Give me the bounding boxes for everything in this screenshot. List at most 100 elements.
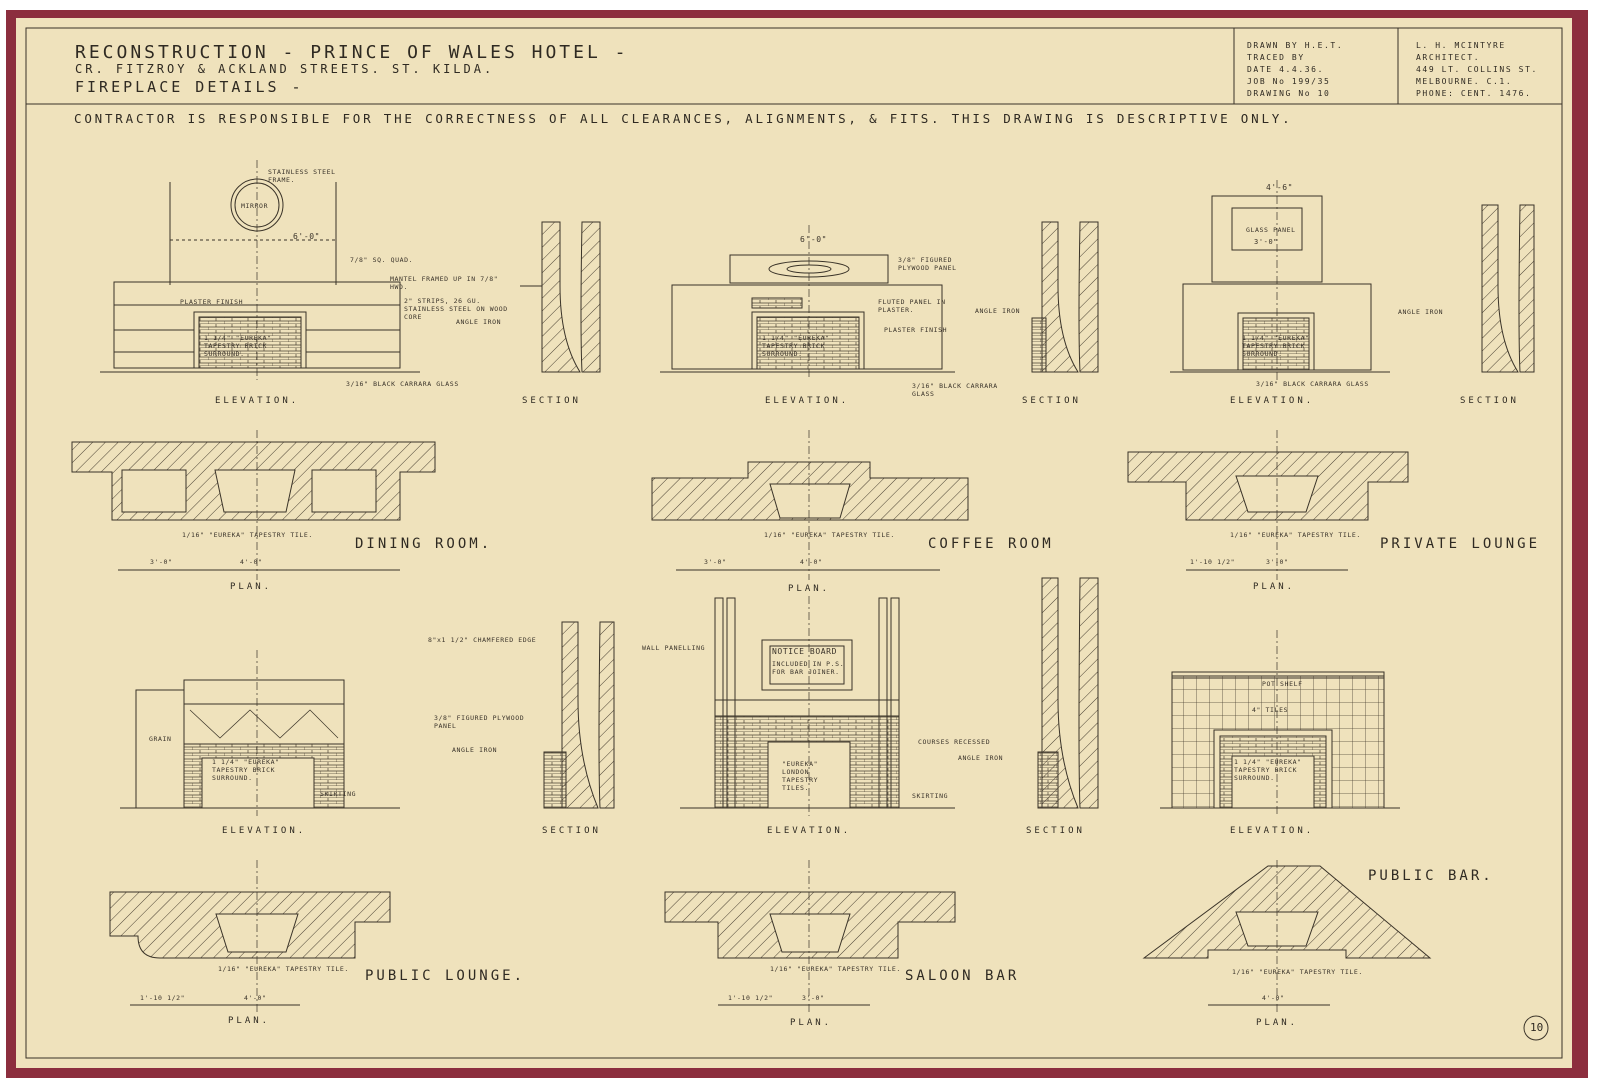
eureka-surround-note-4: 1 1/4" "EUREKA" TAPESTRY BRICK SURROUND.: [212, 758, 280, 782]
private-plan-label: PLAN.: [1253, 582, 1296, 592]
sheet-number: 10: [1530, 1021, 1544, 1034]
public-lounge-title: PUBLIC LOUNGE.: [365, 968, 526, 984]
drawing-address: CR. FITZROY & ACKLAND STREETS. ST. KILDA…: [75, 62, 495, 76]
dim-private-plan-left: 1'-10 1/2": [1190, 558, 1236, 566]
eureka-surround-note-3: 1 1/4" "EUREKA" TAPESTRY BRICK SURROUND.: [1242, 334, 1310, 358]
private-lounge-title: PRIVATE LOUNGE: [1380, 536, 1541, 552]
dim-dining-width: 6'-0": [293, 232, 321, 241]
traced-by: TRACED BY: [1247, 53, 1305, 62]
strips-note: 2" STRIPS, 26 GU. STAINLESS STEEL ON WOO…: [404, 297, 508, 321]
angle-iron-note-1: ANGLE IRON: [456, 318, 502, 326]
grain-note: GRAIN: [149, 735, 172, 743]
skirting-note-1: SKIRTING: [320, 790, 357, 798]
mantel-note: MANTEL FRAMED UP IN 7/8" HWD.: [390, 275, 499, 291]
saloon-section-label: SECTION: [1026, 826, 1085, 836]
dining-elevation: [100, 160, 420, 380]
public-bar-title: PUBLIC BAR.: [1368, 868, 1494, 884]
private-elevation: [1170, 180, 1390, 380]
carrara-note-2: 3/16" BLACK CARRARA GLASS: [912, 382, 998, 398]
coffee-room-title: COFFEE ROOM: [928, 536, 1054, 552]
coffee-plan: [651, 430, 969, 580]
pot-shelf-note: POT SHELF: [1262, 680, 1303, 688]
eureka-tile-note-1: 1/16" "EUREKA" TAPESTRY TILE.: [182, 531, 313, 539]
dim-dining-plan-centre: 4'-0": [240, 558, 263, 566]
dim-dining-plan-left: 3'-0": [150, 558, 173, 566]
tiles-note: 4" TILES: [1252, 706, 1289, 714]
glass-panel-note: GLASS PANEL: [1246, 226, 1296, 234]
carrara-note-1: 3/16" BLACK CARRARA GLASS: [346, 380, 459, 388]
carrara-note-3: 3/16" BLACK CARRARA GLASS: [1256, 380, 1369, 388]
saloon-elevation: [680, 596, 955, 816]
stainless-frame-note: STAINLESS STEEL FRAME.: [268, 168, 336, 184]
dining-plan-label: PLAN.: [230, 582, 273, 592]
dining-section-label: SECTION: [522, 396, 581, 406]
architect-role: ARCHITECT.: [1416, 53, 1481, 62]
private-section: [1481, 204, 1535, 373]
coffee-elevation-label: ELEVATION.: [765, 396, 850, 406]
dim-private-width: 4'-6": [1266, 183, 1294, 192]
courses-recessed-note: COURSES RECESSED: [918, 738, 991, 746]
figured-panel-note: 3/8" FIGURED PLYWOOD PANEL: [898, 256, 957, 272]
dim-public-lounge-centre: 4'-0": [244, 994, 267, 1002]
figured-panel-note-2: 3/8" FIGURED PLYWOOD PANEL: [434, 714, 525, 730]
coffee-section-label: SECTION: [1022, 396, 1081, 406]
drawing-title: RECONSTRUCTION - PRINCE OF WALES HOTEL -: [75, 42, 629, 63]
public-bar-plan: [1142, 860, 1432, 1015]
public-bar-elevation-label: ELEVATION.: [1230, 826, 1315, 836]
dim-coffee-plan-centre: 4'-0": [800, 558, 823, 566]
eureka-tile-note-4: 1/16" "EUREKA" TAPESTRY TILE.: [218, 965, 349, 973]
dining-plan: [71, 430, 436, 580]
coffee-plan-label: PLAN.: [788, 584, 831, 594]
private-elevation-label: ELEVATION.: [1230, 396, 1315, 406]
coffee-section: [1031, 221, 1099, 373]
london-tiles-note: "EUREKA" LONDON TAPESTRY TILES.: [782, 760, 819, 792]
dim-private-plan-centre: 3'-0": [1266, 558, 1289, 566]
dim-coffee-plan-left: 3'-0": [704, 558, 727, 566]
drawn-by: DRAWN BY H.E.T.: [1247, 41, 1344, 50]
notice-sub-note: INCLUDED IN P.S. FOR BAR JOINER.: [772, 660, 845, 676]
dim-public-lounge-left: 1'-10 1/2": [140, 994, 186, 1002]
saloon-elevation-label: ELEVATION.: [767, 826, 852, 836]
public-lounge-plan-label: PLAN.: [228, 1016, 271, 1026]
public-bar-plan-label: PLAN.: [1256, 1018, 1299, 1028]
eureka-tile-note-6: 1/16" "EUREKA" TAPESTRY TILE.: [1232, 968, 1363, 976]
eureka-surround-note-2: 1 1/4" "EUREKA" TAPESTRY BRICK SURROUND.: [762, 334, 830, 358]
architect-city: MELBOURNE. C.1.: [1416, 77, 1513, 86]
quad-note: 7/8" SQ. QUAD.: [350, 256, 414, 264]
dining-elevation-label: ELEVATION.: [215, 396, 300, 406]
saloon-section: [1037, 577, 1099, 809]
angle-iron-note-3: ANGLE IRON: [1398, 308, 1444, 316]
public-lounge-elevation: [120, 650, 400, 816]
dim-coffee-width: 6'-0": [800, 235, 828, 244]
angle-iron-note-4: ANGLE IRON: [452, 746, 498, 754]
angle-iron-note-5: ANGLE IRON: [958, 754, 1004, 762]
saloon-plan: [664, 860, 956, 1015]
eureka-tile-note-3: 1/16" "EUREKA" TAPESTRY TILE.: [1230, 531, 1361, 539]
saloon-bar-title: SALOON BAR: [905, 968, 1020, 984]
fluted-panel-note: FLUTED PANEL IN PLASTER.: [878, 298, 946, 314]
notice-board-note: NOTICE BOARD: [772, 647, 837, 656]
architect-address: 449 LT. COLLINS ST.: [1416, 65, 1538, 74]
drawing-number: DRAWING No 10: [1247, 89, 1331, 98]
mirror-note: MIRROR: [241, 202, 269, 210]
job-number: JOB No 199/35: [1247, 77, 1331, 86]
public-lounge-section: [543, 621, 615, 809]
coffee-elevation: [660, 225, 955, 380]
chamfered-note: 8"x1 1/2" CHAMFERED EDGE: [428, 636, 537, 644]
drawing-date: DATE 4.4.36.: [1247, 65, 1324, 74]
eureka-surround-note-1: 1 1/4" "EUREKA" TAPESTRY BRICK SURROUND.: [204, 334, 272, 358]
public-bar-elevation: [1160, 630, 1400, 816]
eureka-tile-note-2: 1/16" "EUREKA" TAPESTRY TILE.: [764, 531, 895, 539]
drawing-subject: FIREPLACE DETAILS -: [75, 78, 304, 96]
contractor-note: CONTRACTOR IS RESPONSIBLE FOR THE CORREC…: [74, 111, 1293, 126]
plaster-finish-note: PLASTER FINISH: [180, 298, 244, 306]
public-lounge-elevation-label: ELEVATION.: [222, 826, 307, 836]
dim-saloon-centre: 3'-0": [802, 994, 825, 1002]
wall-panelling-note: WALL PANELLING: [642, 644, 706, 652]
plaster-finish-note-2: PLASTER FINISH: [884, 326, 948, 334]
dining-section: [520, 221, 601, 373]
private-plan: [1127, 430, 1409, 580]
private-section-label: SECTION: [1460, 396, 1519, 406]
public-lounge-plan: [109, 860, 391, 1015]
